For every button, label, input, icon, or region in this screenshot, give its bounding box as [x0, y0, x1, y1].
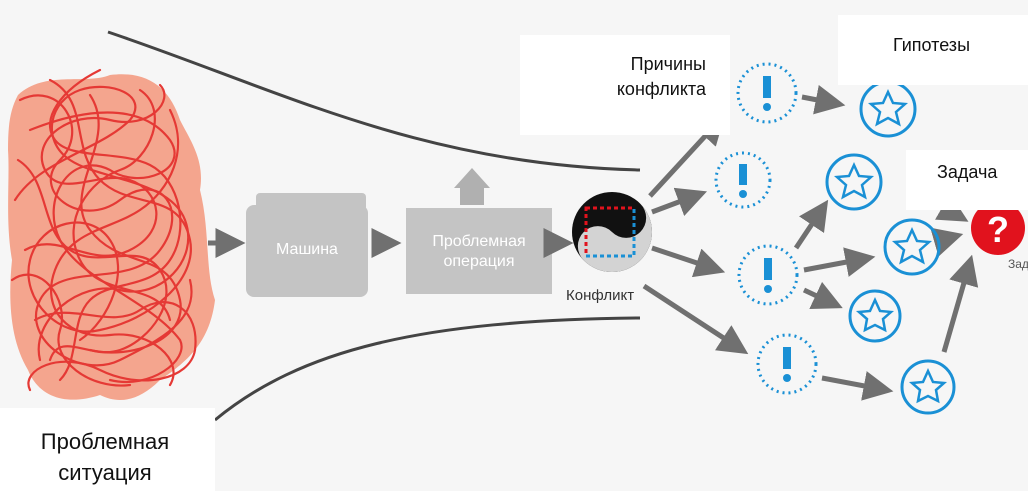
exclamation-circle-icon: [736, 62, 798, 124]
machine-box: [246, 193, 368, 297]
problem-operation-line1: Проблемная: [432, 233, 526, 250]
problem-situation-label: Проблемная ситуация: [15, 426, 195, 488]
question-mark-icon: ?: [971, 201, 1025, 255]
exclamation-circle-icon: [714, 151, 772, 209]
exclamation-circle-icon: [737, 244, 799, 306]
causes-label-line1: Причины: [630, 54, 706, 74]
cause-icons: [714, 62, 818, 395]
causes-label-line2: конфликта: [616, 79, 706, 99]
problem-situation-line2: ситуация: [58, 460, 152, 485]
exclamation-circle-icon: [756, 333, 818, 395]
problem-situation-tangle: [8, 68, 215, 400]
causes-label-box: [520, 35, 730, 135]
conflict-label: Конфликт: [566, 287, 635, 304]
conflict-yin-yang-icon: [572, 192, 652, 272]
problem-operation-line2: операция: [443, 253, 515, 270]
star-circle-icon: [825, 153, 883, 211]
funnel-top-curve: [107, 30, 641, 172]
funnel-bottom-curve: [214, 316, 641, 422]
hypotheses-label: Гипотезы: [893, 35, 971, 55]
star-circle-icon: [883, 218, 941, 276]
problem-situation-line1: Проблемная: [40, 429, 170, 454]
causes-label: Причины конфликта: [596, 52, 706, 102]
star-circle-icon: [900, 359, 956, 415]
hypothesis-icons: [825, 80, 956, 415]
problem-operation-box: [406, 208, 552, 294]
star-circle-icon: [848, 289, 902, 343]
task-label-cut: Зад: [1008, 257, 1028, 271]
task-label: Задача: [937, 162, 998, 182]
up-arrow-icon: [454, 168, 490, 205]
machine-label: Машина: [276, 241, 338, 258]
svg-text:?: ?: [987, 209, 1009, 250]
task-label-box: [906, 150, 1028, 210]
problem-operation-label: Проблемная операция: [406, 232, 552, 272]
hypotheses-label-box: [838, 15, 1028, 85]
problem-situation-label-box: [0, 408, 215, 491]
star-circle-icon: [859, 80, 917, 138]
